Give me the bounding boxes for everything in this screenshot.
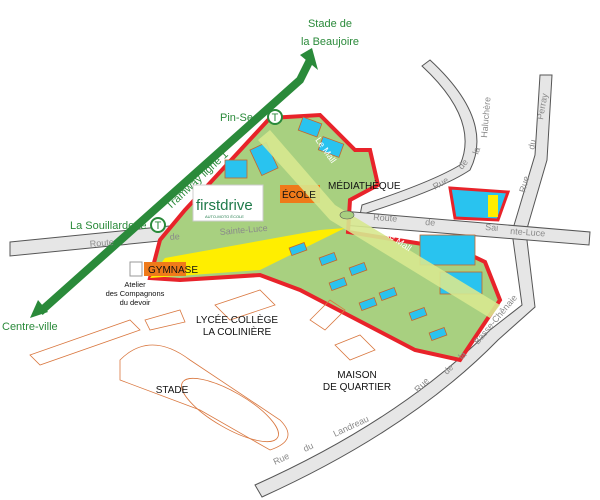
atelier-building (129, 261, 143, 277)
tramway-line (37, 58, 314, 315)
tram-stop-label: Pin-Sec (220, 112, 259, 124)
tram-stop-label: La Souillarderie (70, 220, 146, 232)
tram-arrow-south-icon (30, 300, 48, 318)
road-label: de (169, 231, 180, 242)
road-label: Sainte-Luce (219, 223, 268, 237)
road-label: Haluchère (479, 96, 493, 138)
road-label: Route (373, 212, 398, 224)
tram-arrow-north-icon (300, 48, 318, 70)
atelier-label: du devoir (120, 298, 151, 307)
road-label: du (302, 441, 315, 454)
atelier-label: des Compagnons (106, 289, 165, 298)
ecole-label: ÉCOLE (282, 188, 316, 201)
mediatheque-label: MÉDIATHÈQUE (328, 179, 401, 192)
rue-du-landreau-road (254, 74, 553, 498)
road-label: Sai (485, 222, 499, 233)
tram-stop-icon: T (155, 220, 162, 232)
stade-label: STADE (156, 385, 189, 396)
road-label: Perray (535, 92, 550, 120)
le-mall (258, 130, 500, 318)
firstdrive-logo: firstdrive AUTO-MOTO ÉCOLE (192, 184, 264, 222)
tram-stop-pin-sec[interactable]: T Pin-Sec (220, 109, 283, 125)
road-label: de (425, 217, 436, 228)
yellow-area (150, 228, 345, 278)
south-facilities-outlines (29, 289, 376, 451)
lycee-label: LA COLINIÈRE (203, 325, 272, 338)
svg-text:firstdrive: firstdrive (196, 197, 253, 214)
lycee-label: LYCÉE COLLÈGE (196, 313, 278, 326)
road-label: nte-Luce (510, 226, 546, 238)
road-label: Rue (272, 451, 291, 467)
svg-text:AUTO-MOTO ÉCOLE: AUTO-MOTO ÉCOLE (205, 214, 244, 219)
maison-quartier-label: DE QUARTIER (323, 382, 391, 393)
road-label: Route (89, 237, 114, 249)
road-label: de (456, 157, 470, 171)
maison-quartier-label: MAISON (337, 370, 376, 381)
road-label: Rue (517, 175, 531, 194)
road-label: la (470, 146, 482, 156)
rue-de-la-haluchere-road (359, 59, 478, 216)
gymnase-building (144, 262, 186, 276)
zone-east (448, 186, 511, 222)
road-label: du (526, 139, 538, 151)
yellow-block (488, 195, 498, 217)
tram-stop-la-souillarderie[interactable]: T La Souillarderie (70, 217, 166, 233)
gymnase-label: GYMNASE (148, 265, 198, 276)
tram-stop-icon: T (272, 112, 279, 124)
centre-ville-label: Centre-ville (2, 321, 58, 333)
atelier-label: Atelier (124, 280, 146, 289)
roundabout (339, 210, 355, 220)
stade-beaujoire-label-2: la Beaujoire (301, 36, 359, 48)
stade-beaujoire-label: Stade de (308, 18, 352, 30)
